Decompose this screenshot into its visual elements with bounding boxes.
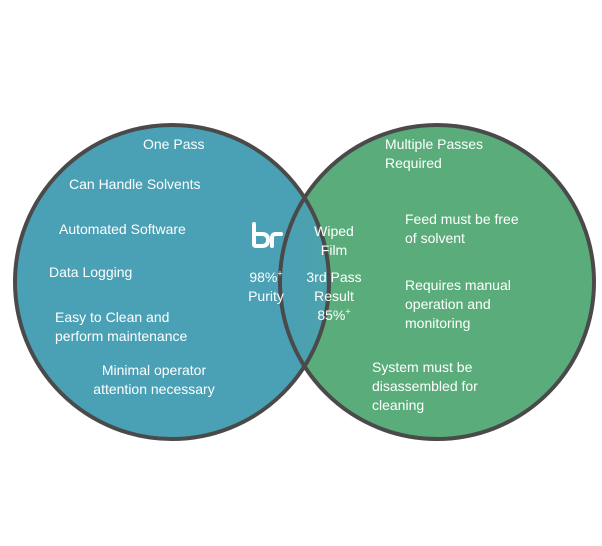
- left-item-software: Automated Software: [59, 221, 186, 237]
- left-item-solvents: Can Handle Solvents: [69, 176, 201, 192]
- overlap-purity-caption: Purity: [248, 288, 284, 304]
- overlap-purity-value: 98%+: [249, 268, 283, 285]
- left-item-logging: Data Logging: [49, 264, 133, 280]
- left-circle: [15, 125, 329, 439]
- right-item-manual: Requires manual operation and monitoring: [405, 277, 511, 331]
- left-circle-outline: [13, 123, 331, 441]
- right-item-passes: Multiple Passes Required: [385, 136, 484, 171]
- left-item-maintenance: Easy to Clean and perform maintenance: [55, 309, 188, 344]
- overlap-title: Wiped Film: [314, 223, 354, 258]
- right-circle-outline: [278, 123, 596, 441]
- left-item-operator: Minimal operator attention necessary: [93, 362, 215, 397]
- left-item-one-pass: One Pass: [143, 136, 205, 152]
- overlap-result-value: 85%+: [317, 306, 351, 323]
- overlap-result-caption: 3rd Pass Result: [306, 269, 362, 304]
- right-circle: [280, 125, 594, 439]
- br-logo-icon: [252, 222, 283, 248]
- right-item-disassembled: System must be disassembled for cleaning: [372, 359, 478, 413]
- right-item-feed: Feed must be free of solvent: [405, 211, 519, 246]
